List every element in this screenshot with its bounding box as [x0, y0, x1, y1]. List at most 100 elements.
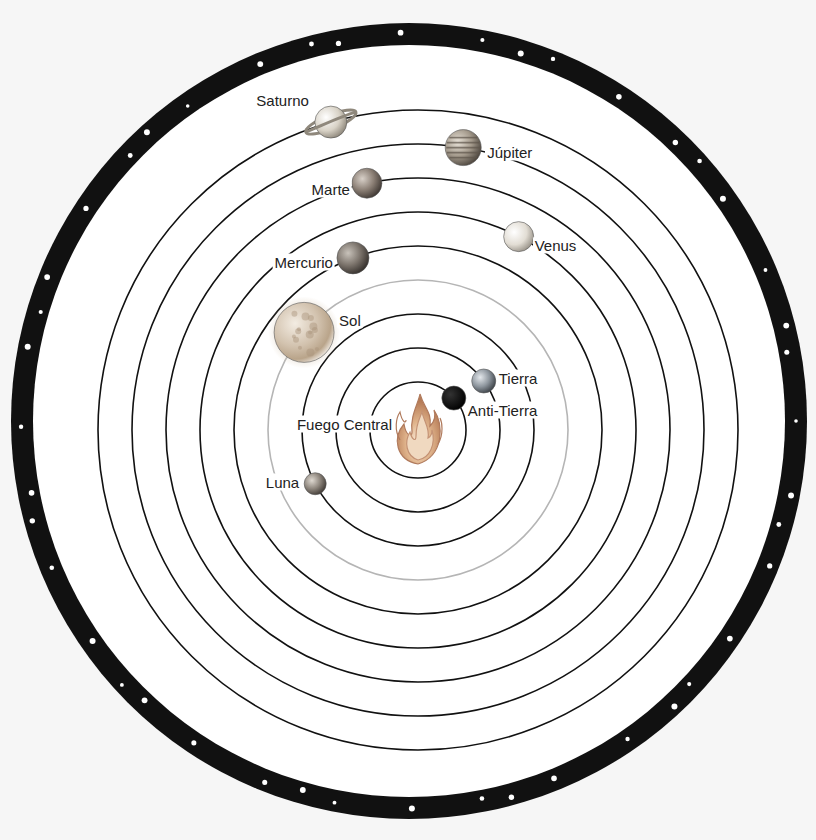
star: [784, 350, 789, 355]
body-label: Marte: [310, 181, 352, 198]
star: [794, 419, 798, 423]
star: [687, 682, 691, 686]
venus-planet: [504, 222, 534, 252]
sun-texture: [308, 315, 314, 321]
body-disc: [504, 222, 534, 252]
star: [551, 57, 555, 61]
sun-body: [268, 296, 340, 368]
star: [720, 196, 726, 202]
mars-planet: [352, 168, 382, 198]
jupiter-planet: [445, 130, 481, 166]
star: [333, 801, 337, 805]
body-label: Venus: [533, 236, 579, 253]
body-label: Fuego Central: [295, 416, 394, 433]
flame: [396, 412, 406, 440]
heaven-disc: [33, 45, 785, 797]
orbit: [234, 246, 602, 614]
star: [409, 806, 415, 812]
cloud-band: [446, 147, 480, 149]
star: [509, 794, 514, 799]
star: [39, 310, 43, 314]
star: [25, 344, 31, 350]
flame: [407, 412, 434, 460]
body-label: Anti-Tierra: [466, 402, 539, 419]
star-sphere: [11, 23, 807, 819]
star: [518, 50, 524, 56]
sun-texture: [295, 328, 301, 334]
star: [142, 697, 148, 703]
star: [671, 704, 677, 710]
star: [29, 490, 35, 496]
sun-texture: [298, 346, 302, 350]
star: [83, 206, 88, 211]
star: [186, 104, 190, 108]
star: [300, 787, 306, 793]
body-label: Júpiter: [485, 143, 534, 160]
flame: [438, 418, 442, 444]
cloud-band: [447, 142, 480, 144]
orbit: [98, 110, 738, 750]
orbit: [132, 144, 704, 716]
orbit: [166, 178, 670, 682]
star: [262, 780, 267, 785]
body-disc: [445, 130, 481, 166]
star: [398, 30, 404, 36]
body-disc: [352, 168, 382, 198]
star: [191, 740, 196, 745]
cloud-band: [449, 157, 477, 159]
star: [616, 94, 622, 100]
sun-texture: [291, 311, 297, 317]
star: [90, 638, 96, 644]
sun-texture: [292, 335, 296, 339]
mercury-planet: [337, 242, 369, 274]
orbit: [268, 280, 568, 580]
star: [727, 636, 733, 642]
earth-planet: [472, 369, 496, 393]
cloud-band: [449, 137, 477, 139]
central-fire: [396, 394, 442, 464]
star: [44, 274, 50, 280]
moon-body: [304, 473, 326, 495]
body-disc: [442, 386, 466, 410]
celestial-bodies: [268, 105, 534, 494]
star: [480, 796, 485, 801]
body-disc: [304, 473, 326, 495]
star: [19, 425, 23, 429]
sun-glow: [268, 296, 340, 368]
star: [764, 268, 768, 272]
star: [551, 776, 557, 782]
body-disc: [337, 242, 369, 274]
sun-texture: [312, 327, 318, 333]
saturn-ring-front: [306, 112, 356, 132]
body-label: Tierra: [497, 369, 540, 386]
star: [336, 41, 341, 46]
star: [120, 683, 124, 687]
star: [49, 565, 54, 570]
cloud-band: [447, 152, 480, 154]
anti-earth-body: [442, 386, 466, 410]
sun-texture: [297, 327, 301, 331]
star: [309, 42, 314, 47]
star: [767, 563, 772, 568]
star: [673, 140, 678, 145]
body-label: Luna: [264, 473, 301, 490]
star: [480, 38, 484, 42]
star: [144, 129, 150, 135]
body-disc: [274, 302, 334, 362]
saturn-ring: [303, 105, 358, 138]
sun-texture: [315, 347, 319, 351]
body-label: Mercurio: [273, 253, 335, 270]
star: [783, 323, 789, 329]
star: [257, 61, 263, 67]
orbit: [200, 212, 636, 648]
body-disc: [472, 369, 496, 393]
flame: [397, 394, 440, 464]
star: [30, 518, 35, 523]
body-label: Saturno: [254, 92, 311, 109]
star: [788, 492, 794, 498]
star: [776, 522, 781, 527]
star-dots: [19, 30, 798, 812]
